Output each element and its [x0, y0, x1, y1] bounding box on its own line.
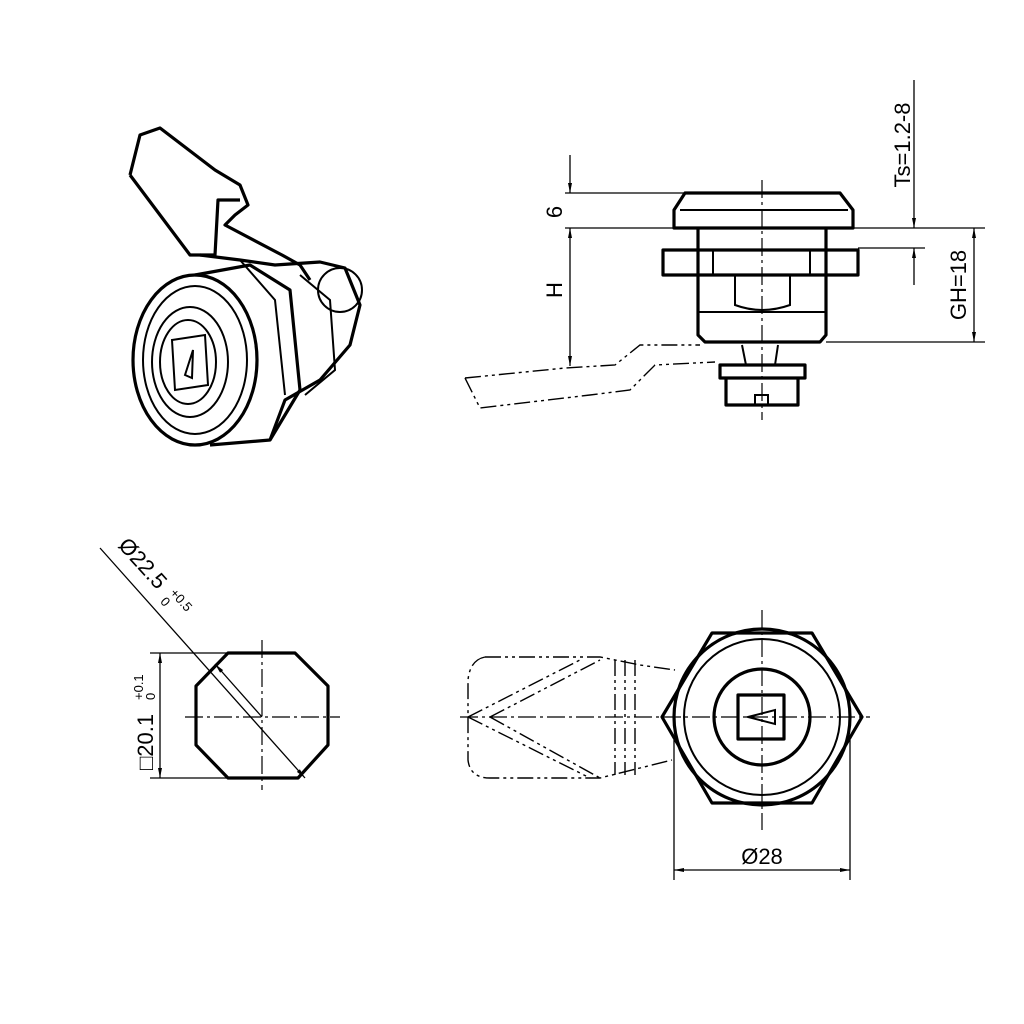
dim-grip-height: GH=18	[946, 250, 971, 320]
dim-cutout-square-tol-upper: +0.1	[131, 674, 146, 700]
dim-body-diameter: Ø28	[741, 844, 783, 869]
dim-height: H	[542, 282, 567, 298]
side-view: 6 H Ts=1.2-8 GH=18	[464, 80, 985, 420]
dim-cutout-diameter: Ø22.5	[114, 533, 173, 594]
isometric-view	[128, 126, 363, 447]
cutout-view: Ø22.5 +0.5 0 □20.1 +0.1 0	[99, 533, 340, 790]
dim-panel-thickness: Ts=1.2-8	[890, 103, 915, 188]
dim-top-height: 6	[542, 206, 567, 218]
dim-cutout-square: □20.1	[133, 714, 158, 770]
dim-cutout-diameter-tol-lower: 0	[157, 594, 173, 609]
dim-cutout-square-tol-lower: 0	[143, 693, 158, 700]
front-view: Ø28	[460, 610, 870, 880]
